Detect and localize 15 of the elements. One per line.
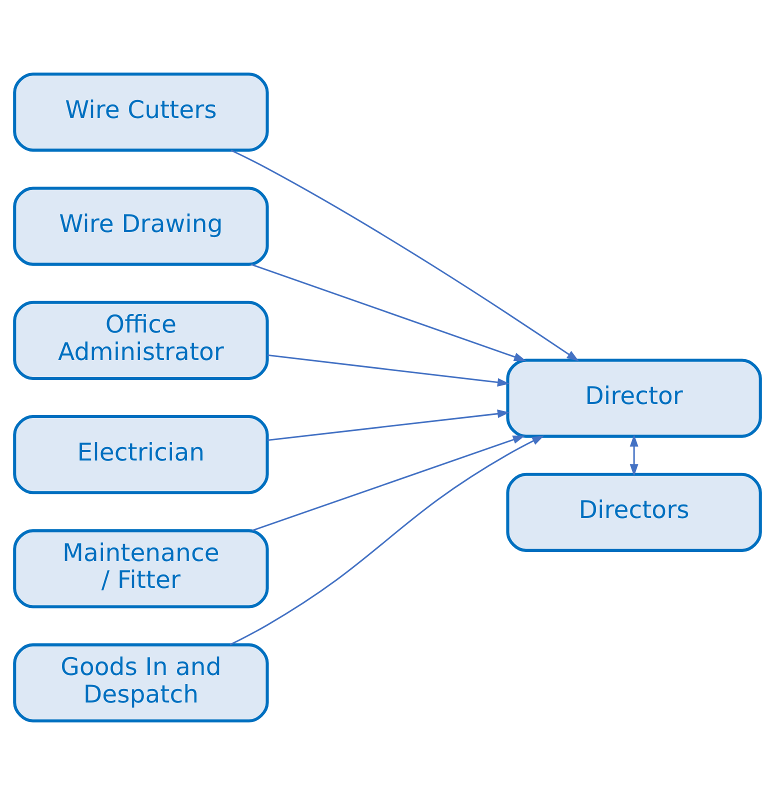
node-box: Wire Cutters xyxy=(13,72,269,152)
arrow xyxy=(252,435,526,531)
arrow xyxy=(230,435,544,645)
arrow xyxy=(267,409,510,440)
arrow xyxy=(630,434,638,476)
node-box: Director xyxy=(506,358,762,438)
node-box: Directors xyxy=(506,472,762,552)
node-box: Wire Drawing xyxy=(13,186,269,266)
arrow xyxy=(250,263,526,360)
node-box: Office Administrator xyxy=(13,300,269,380)
node-box: Maintenance / Fitter xyxy=(13,528,269,608)
arrow xyxy=(267,354,510,386)
node-box: Electrician xyxy=(13,414,269,494)
node-box: Goods In and Despatch xyxy=(13,642,269,722)
arrow xyxy=(230,149,579,361)
